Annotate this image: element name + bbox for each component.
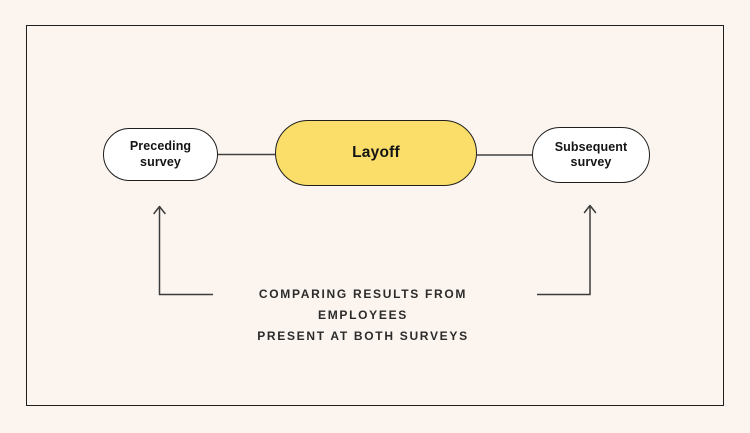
node-layoff: Layoff <box>275 120 477 186</box>
node-subsequent-survey: Subsequent survey <box>532 127 650 183</box>
node-preceding-survey: Preceding survey <box>103 128 218 181</box>
caption-line-2: PRESENT AT BOTH SURVEYS <box>257 329 469 343</box>
node-subsequent-survey-label: Subsequent survey <box>554 139 628 169</box>
caption-line-1: COMPARING RESULTS FROM EMPLOYEES <box>258 287 468 322</box>
node-layoff-label: Layoff <box>352 143 400 161</box>
diagram-caption: COMPARING RESULTS FROM EMPLOYEES PRESENT… <box>212 284 514 347</box>
diagram-frame-border <box>26 25 724 406</box>
node-preceding-survey-label: Preceding survey <box>129 139 192 169</box>
